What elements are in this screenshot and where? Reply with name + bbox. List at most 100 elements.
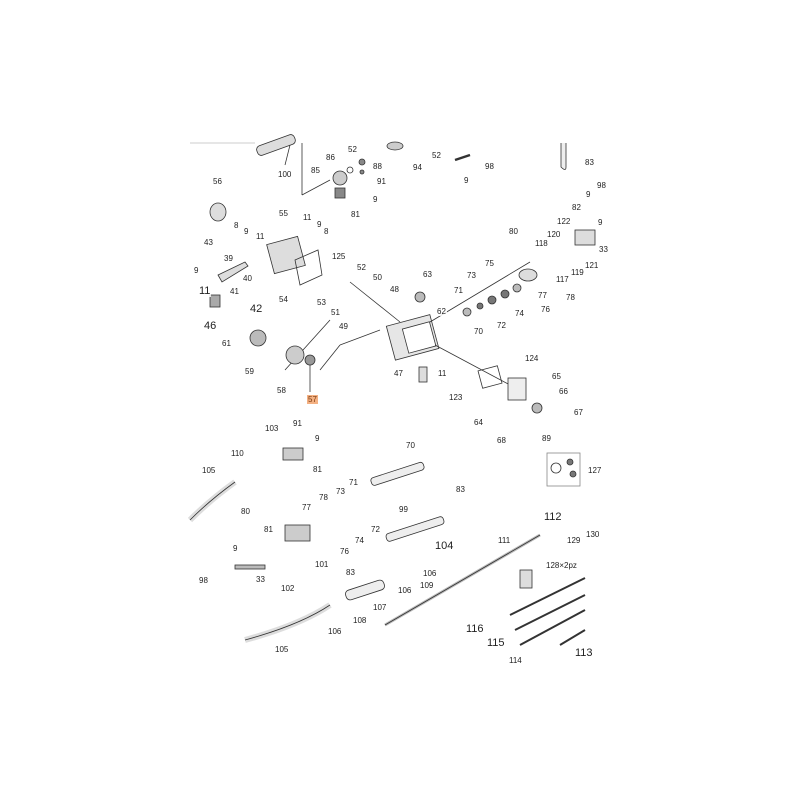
part-label-125: 125 xyxy=(331,252,347,261)
part-label-105: 105 xyxy=(201,466,217,475)
part-label-11: 11 xyxy=(302,213,313,222)
part-label-127: 127 xyxy=(587,466,603,475)
part-label-43: 43 xyxy=(203,238,214,247)
part-label-62: 62 xyxy=(436,307,447,316)
part-label-106: 106 xyxy=(422,569,438,578)
part-label-81: 81 xyxy=(350,210,361,219)
part-label-117: 117 xyxy=(555,275,570,284)
part-label-70: 70 xyxy=(473,327,484,336)
part-label-77: 77 xyxy=(537,291,548,300)
part-label-9: 9 xyxy=(372,195,379,204)
part-label-76: 76 xyxy=(339,547,350,556)
part-label-81: 81 xyxy=(263,525,274,534)
part-label-101: 101 xyxy=(314,560,330,569)
part-label-119: 119 xyxy=(570,268,585,277)
part-label-57[interactable]: 57 xyxy=(307,395,318,404)
part-label-56: 56 xyxy=(212,177,223,186)
part-label-106: 106 xyxy=(397,586,413,595)
part-label-66: 66 xyxy=(558,387,569,396)
part-label-70: 70 xyxy=(405,441,416,450)
part-label-72: 72 xyxy=(370,525,381,534)
shaft-100 xyxy=(256,134,296,156)
part-label-52: 52 xyxy=(431,151,442,160)
part-label-51: 51 xyxy=(330,308,341,317)
part-label-80: 80 xyxy=(508,227,519,236)
part-label-74: 74 xyxy=(354,536,365,545)
part-label-11: 11 xyxy=(437,369,448,378)
part-label-76: 76 xyxy=(540,305,551,314)
part-label-108: 108 xyxy=(352,616,368,625)
part-label-11: 11 xyxy=(198,285,212,297)
part-label-109: 109 xyxy=(419,581,435,590)
part-label-48: 48 xyxy=(389,285,400,294)
part-label-8: 8 xyxy=(323,227,330,236)
part-label-80: 80 xyxy=(240,507,251,516)
part-label-40: 40 xyxy=(242,274,253,283)
part-label-98: 98 xyxy=(596,181,607,190)
part-label-52: 52 xyxy=(356,263,367,272)
part-label-98: 98 xyxy=(198,576,209,585)
part-label-9: 9 xyxy=(314,434,321,443)
part-label-9: 9 xyxy=(193,266,200,275)
part-label-83: 83 xyxy=(345,568,356,577)
part-label-123: 123 xyxy=(448,393,464,402)
part-label-111: 111 xyxy=(497,536,512,545)
part-label-49: 49 xyxy=(338,322,349,331)
part-label-53: 53 xyxy=(316,298,327,307)
part-label-91: 91 xyxy=(292,419,303,428)
part-label-88: 88 xyxy=(372,162,383,171)
part-label-81: 81 xyxy=(312,465,323,474)
part-label-64: 64 xyxy=(473,418,484,427)
part-label-94: 94 xyxy=(412,163,423,172)
part-label-52: 52 xyxy=(347,145,358,154)
part-label-91: 91 xyxy=(376,177,387,186)
part-label-104: 104 xyxy=(434,540,455,552)
part-label-116: 116 xyxy=(465,623,485,635)
part-label-85: 85 xyxy=(310,166,321,175)
part-label-8: 8 xyxy=(233,221,240,230)
part-label-75: 75 xyxy=(484,259,495,268)
part-label-105: 105 xyxy=(274,645,290,654)
part-label-55: 55 xyxy=(278,209,289,218)
part-label-42: 42 xyxy=(249,303,264,315)
part-label-78: 78 xyxy=(318,493,329,502)
part-label-122: 122 xyxy=(556,217,572,226)
part-label-89: 89 xyxy=(541,434,552,443)
part-label-61: 61 xyxy=(221,339,232,348)
part-label-67: 67 xyxy=(573,408,584,417)
part-label-47: 47 xyxy=(393,369,404,378)
part-label-82: 82 xyxy=(571,203,582,212)
part-label-113: 113 xyxy=(574,647,594,659)
part-label-114: 114 xyxy=(508,656,523,665)
part-label-115: 115 xyxy=(486,637,506,649)
part-label-54: 54 xyxy=(278,295,289,304)
part-label-11: 11 xyxy=(255,232,266,241)
part-label-78: 78 xyxy=(565,293,576,302)
part-label-9: 9 xyxy=(463,176,470,185)
part-label-46: 46 xyxy=(203,320,218,332)
part-label-72: 72 xyxy=(496,321,507,330)
part-label-9: 9 xyxy=(585,190,592,199)
part-label-128×2pz: 128×2pz xyxy=(545,561,578,570)
part-label-83: 83 xyxy=(455,485,466,494)
part-label-50: 50 xyxy=(372,273,383,282)
part-label-86: 86 xyxy=(325,153,336,162)
part-label-112: 112 xyxy=(543,511,563,523)
part-label-74: 74 xyxy=(514,309,525,318)
part-label-71: 71 xyxy=(453,286,464,295)
part-label-98: 98 xyxy=(484,162,495,171)
part-label-9: 9 xyxy=(232,544,239,553)
part-label-83: 83 xyxy=(584,158,595,167)
part-label-73: 73 xyxy=(335,487,346,496)
part-label-65: 65 xyxy=(551,372,562,381)
part-label-121: 121 xyxy=(584,261,600,270)
part-label-103: 103 xyxy=(264,424,280,433)
part-label-107: 107 xyxy=(372,603,388,612)
part-label-33: 33 xyxy=(598,245,609,254)
part-label-120: 120 xyxy=(546,230,562,239)
part-label-63: 63 xyxy=(422,270,433,279)
part-label-33: 33 xyxy=(255,575,266,584)
part-label-118: 118 xyxy=(534,239,549,248)
part-label-99: 99 xyxy=(398,505,409,514)
